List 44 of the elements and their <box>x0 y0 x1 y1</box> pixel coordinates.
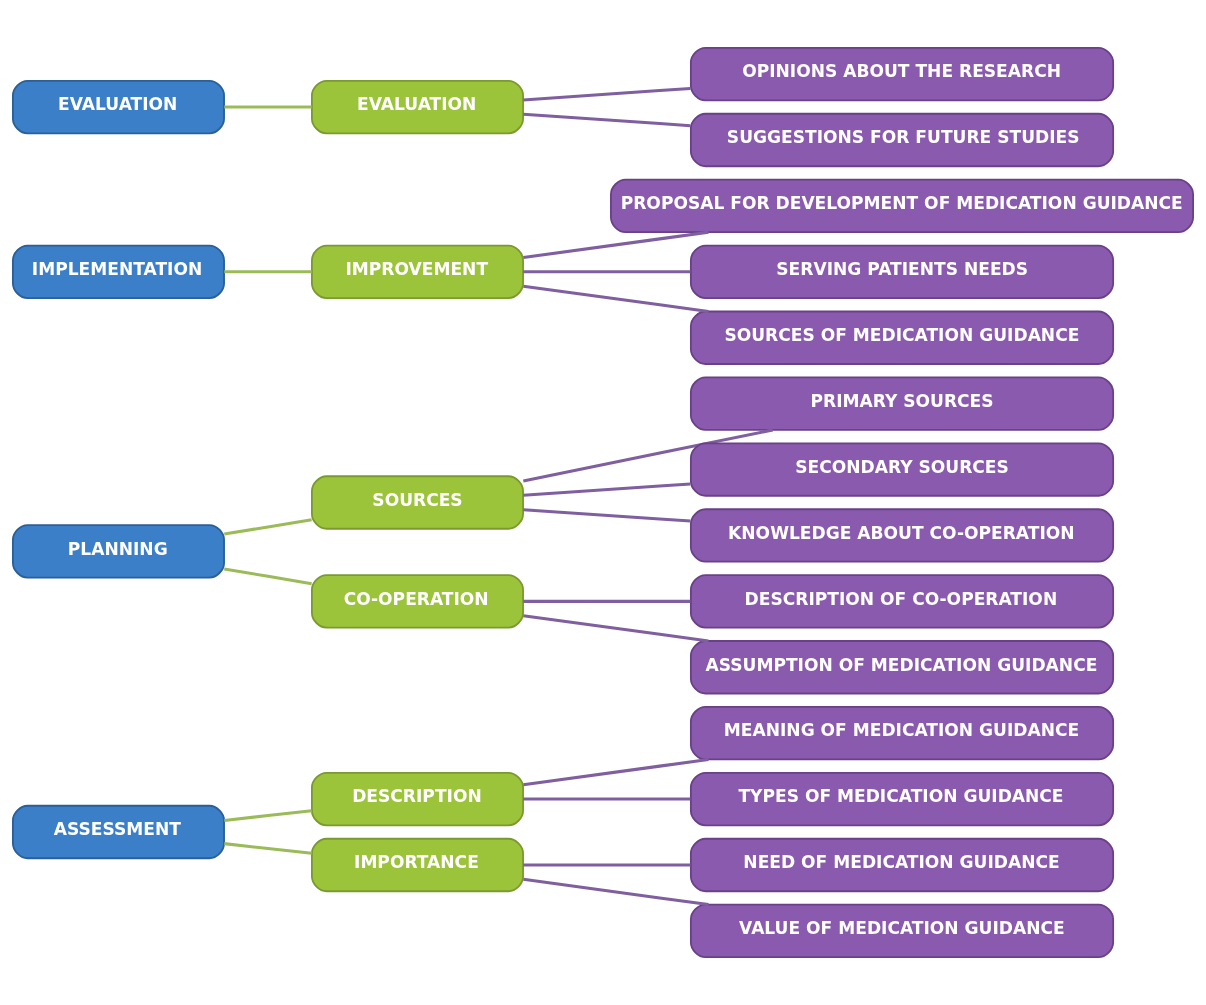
node-box: IMPROVEMENT <box>311 244 524 299</box>
connector <box>523 614 709 643</box>
node-box: SOURCES <box>311 475 524 530</box>
node-box: DESCRIPTION <box>311 771 524 827</box>
node-box: ASSESSMENT <box>12 804 225 860</box>
connector <box>224 270 312 274</box>
node-box: IMPORTANCE <box>311 837 524 893</box>
node-box: DESCRIPTION OF CO-OPERATION <box>689 574 1115 629</box>
node-box: SECONDARY SOURCES <box>689 442 1115 497</box>
connector <box>523 877 709 907</box>
node-box: EVALUATION <box>12 79 225 135</box>
connector <box>523 863 691 867</box>
node-box: MEANING OF MEDICATION GUIDANCE <box>689 706 1115 761</box>
connector <box>523 482 691 497</box>
node-box: OPINIONS ABOUT THE RESEARCH <box>689 46 1115 102</box>
connector <box>224 842 312 855</box>
connector <box>523 112 691 128</box>
node-box: VALUE OF MEDICATION GUIDANCE <box>689 903 1115 959</box>
connector <box>224 105 312 109</box>
connector <box>224 567 312 586</box>
node-box: PROPOSAL FOR DEVELOPMENT OF MEDICATION GUIDANCE <box>610 178 1194 234</box>
connector <box>224 809 312 822</box>
node-box: KNOWLEDGE ABOUT CO-OPERATION <box>689 508 1115 563</box>
connector <box>523 284 709 313</box>
node-box: PLANNING <box>12 524 225 579</box>
node-box: SUGGESTIONS FOR FUTURE STUDIES <box>689 112 1115 168</box>
connector <box>523 270 691 274</box>
node-box: SOURCES OF MEDICATION GUIDANCE <box>689 310 1115 365</box>
node-box: NEED OF MEDICATION GUIDANCE <box>689 837 1115 893</box>
node-box: PRIMARY SOURCES <box>689 376 1115 431</box>
node-box: SERVING PATIENTS NEEDS <box>689 244 1115 299</box>
node-box: TYPES OF MEDICATION GUIDANCE <box>689 771 1115 827</box>
connector <box>523 508 691 523</box>
connector <box>523 86 691 102</box>
connector <box>224 518 312 536</box>
node-box: CO-OPERATION <box>311 574 524 629</box>
connector <box>523 599 691 603</box>
connector <box>523 797 691 801</box>
connector <box>523 428 774 483</box>
node-box: IMPLEMENTATION <box>12 244 225 299</box>
node-box: EVALUATION <box>311 79 524 135</box>
connector <box>523 757 709 787</box>
node-box: ASSUMPTION OF MEDICATION GUIDANCE <box>689 640 1115 695</box>
connector <box>523 230 709 260</box>
